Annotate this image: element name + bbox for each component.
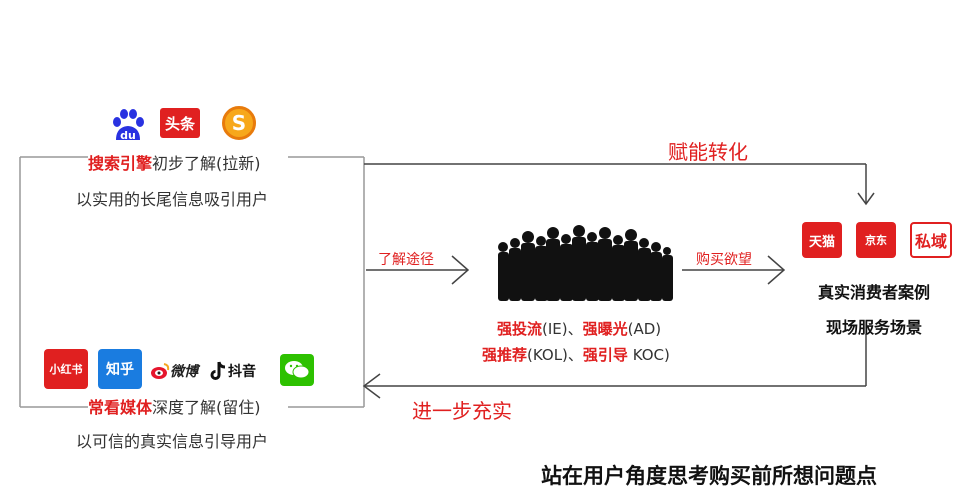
wechat-icon — [285, 361, 310, 379]
return-arrow — [362, 334, 867, 399]
center-l1-h2: 强曝光 — [582, 320, 628, 338]
toutiao-logo-text: 头条 — [164, 114, 195, 133]
zhihu-logo-text: 知乎 — [106, 362, 134, 378]
tmall-logo-text: 天猫 — [808, 234, 835, 250]
center-l1-h1: 强投流 — [497, 320, 543, 338]
weibo-logo-text: 微博 — [170, 364, 198, 380]
wechat-logo — [280, 354, 314, 386]
footer-caption: 站在用户角度思考购买前所想问题点 — [541, 464, 877, 488]
top-line1: 搜索引擎初步了解(拉新) — [88, 150, 261, 174]
private-domain-logo-text: 私域 — [914, 232, 947, 251]
purchase-arrow — [682, 255, 786, 285]
understand-arrow — [366, 255, 470, 285]
xiaohongshu-logo-text: 小红书 — [49, 363, 83, 376]
center-l1-t1: (IE)、 — [542, 320, 583, 338]
baidu-logo-text: du — [120, 129, 136, 142]
toutiao-logo: 头条 — [160, 108, 200, 138]
sogou-logo-text: S — [231, 111, 247, 135]
tmall-logo: 天猫 — [802, 222, 842, 258]
weibo-icon — [151, 363, 170, 379]
top-line1-rest: 初步了解(拉新) — [152, 154, 261, 173]
center-l1-t2: (AD) — [627, 320, 662, 338]
center-line2: 强推荐(KOL)、强引导 KOC) — [482, 344, 670, 365]
zhihu-logo: 知乎 — [98, 349, 142, 389]
right-line1: 真实消费者案例 — [818, 283, 931, 302]
purchase-arrow-label: 购买欲望 — [696, 252, 752, 268]
top-line2: 以实用的长尾信息吸引用户 — [76, 190, 269, 209]
crowd-silhouette — [498, 225, 673, 301]
weibo-logo: 微博 — [150, 356, 208, 386]
understand-arrow-label: 了解途径 — [378, 252, 434, 268]
douyin-logo: 抖音 — [210, 356, 272, 386]
right-line2: 现场服务场景 — [826, 318, 923, 337]
center-line1: 强投流(IE)、强曝光(AD) — [497, 318, 661, 339]
top-arrow — [364, 163, 875, 206]
center-l2-h2: 强引导 — [582, 346, 628, 364]
center-l2-t1: (KOL)、 — [527, 346, 583, 364]
jd-logo: 京东 — [856, 222, 896, 258]
bottom-line1: 常看媒体深度了解(留住) — [88, 394, 261, 418]
center-l2-h1: 强推荐 — [482, 346, 528, 364]
xiaohongshu-logo: 小红书 — [44, 349, 88, 389]
jd-logo-text: 京东 — [865, 234, 887, 247]
bottom-line1-rest: 深度了解(留住) — [152, 398, 261, 417]
douyin-logo-text: 抖音 — [228, 364, 256, 380]
center-l2-t2: KOC) — [627, 346, 670, 364]
private-domain-logo: 私域 — [910, 222, 952, 258]
baidu-logo: du — [108, 105, 148, 145]
bottom-line2: 以可信的真实信息引导用户 — [76, 432, 269, 451]
top-arrow-label: 赋能转化 — [668, 140, 748, 164]
sogou-logo: S — [222, 106, 256, 140]
search-engine-highlight: 搜索引擎 — [88, 154, 153, 173]
douyin-icon — [210, 361, 226, 380]
media-highlight: 常看媒体 — [88, 398, 153, 417]
bottom-arrow-label: 进一步充实 — [412, 399, 512, 423]
